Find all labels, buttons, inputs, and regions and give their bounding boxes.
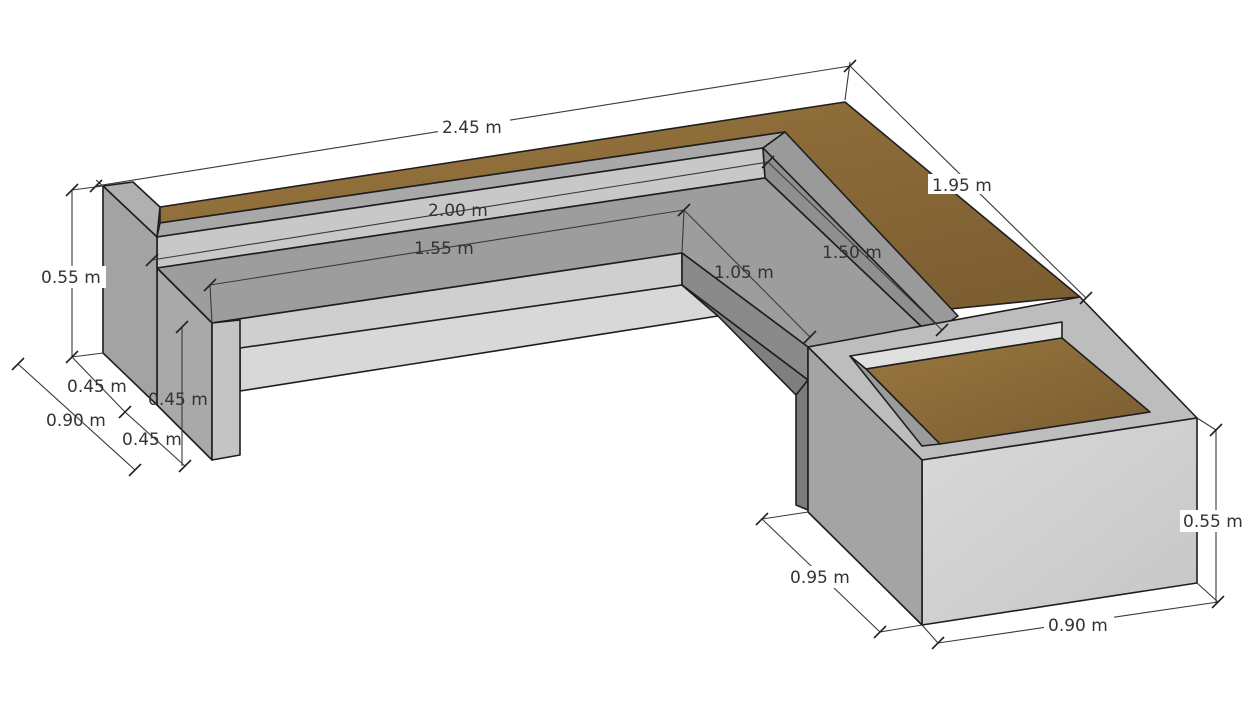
label-left-depth-bottom: 0.45 m [122,430,182,450]
return-wall [795,379,809,511]
label-box-height: 0.55 m [1183,512,1243,532]
left-wall-side [102,185,158,406]
label-box-depth: 0.95 m [790,568,850,588]
left-end-wall [102,181,161,406]
label-overall-length: 2.45 m [442,118,502,138]
label-left-depth-top: 0.45 m [67,377,127,397]
cube-planter [807,296,1198,626]
seat-left-front [211,319,241,461]
cube-inner-left [849,355,941,447]
label-right-depth: 1.95 m [932,176,992,196]
label-left-depth-total: 0.90 m [46,411,106,431]
label-right-inner: 1.50 m [822,243,882,263]
label-seat-height: 0.45 m [148,390,208,410]
label-left-height: 0.55 m [41,268,101,288]
label-seat-length: 1.55 m [414,239,474,259]
dimension-labels: 2.45 m 1.95 m 2.00 m 1.50 m 1.55 m 1.05 … [38,116,1250,636]
l-planter [156,101,1081,331]
seat [156,177,926,511]
label-seat-return: 1.05 m [714,263,774,283]
label-box-width: 0.90 m [1048,616,1108,636]
label-planter-width: 2.00 m [428,201,488,221]
